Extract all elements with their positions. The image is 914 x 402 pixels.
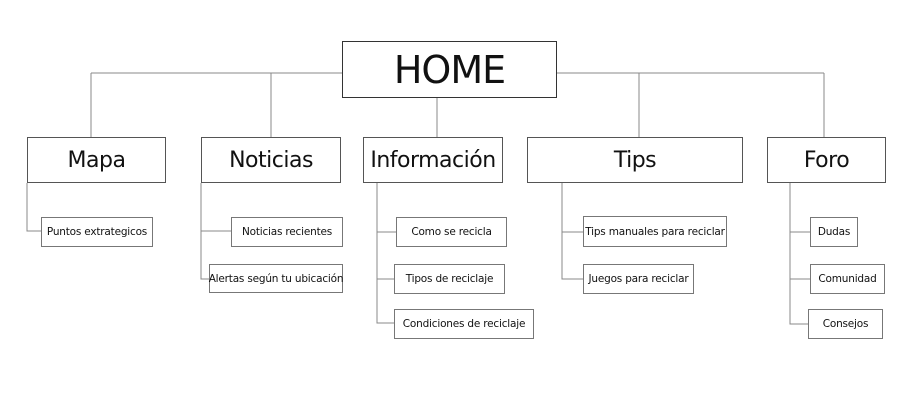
node-condiciones-de-reciclaje: Condiciones de reciclaje — [394, 309, 534, 339]
node-alertas-ubicacion: Alertas según tu ubicación — [209, 264, 344, 293]
node-puntos-extrategicos: Puntos extrategicos — [41, 217, 153, 247]
node-juegos-para-reciclar: Juegos para reciclar — [583, 264, 694, 294]
node-comunidad: Comunidad — [810, 264, 885, 294]
node-consejos: Consejos — [808, 309, 883, 339]
node-como-se-recicla: Como se recicla — [396, 217, 507, 247]
connector-line — [561, 183, 583, 280]
node-home: HOME — [342, 41, 557, 98]
connector-line — [376, 183, 394, 324]
connector-line — [789, 183, 808, 325]
node-tips-manuales: Tips manuales para reciclar — [583, 216, 727, 247]
node-dudas: Dudas — [810, 217, 858, 247]
node-mapa: Mapa — [27, 137, 166, 183]
node-tipos-de-reciclaje: Tipos de reciclaje — [394, 264, 505, 294]
connector-line — [26, 183, 41, 232]
node-tips: Tips — [527, 137, 743, 183]
node-informacion: Información — [363, 137, 503, 183]
node-foro: Foro — [767, 137, 886, 183]
node-noticias: Noticias — [201, 137, 341, 183]
connector-line — [200, 183, 209, 280]
node-noticias-recientes: Noticias recientes — [231, 217, 343, 247]
